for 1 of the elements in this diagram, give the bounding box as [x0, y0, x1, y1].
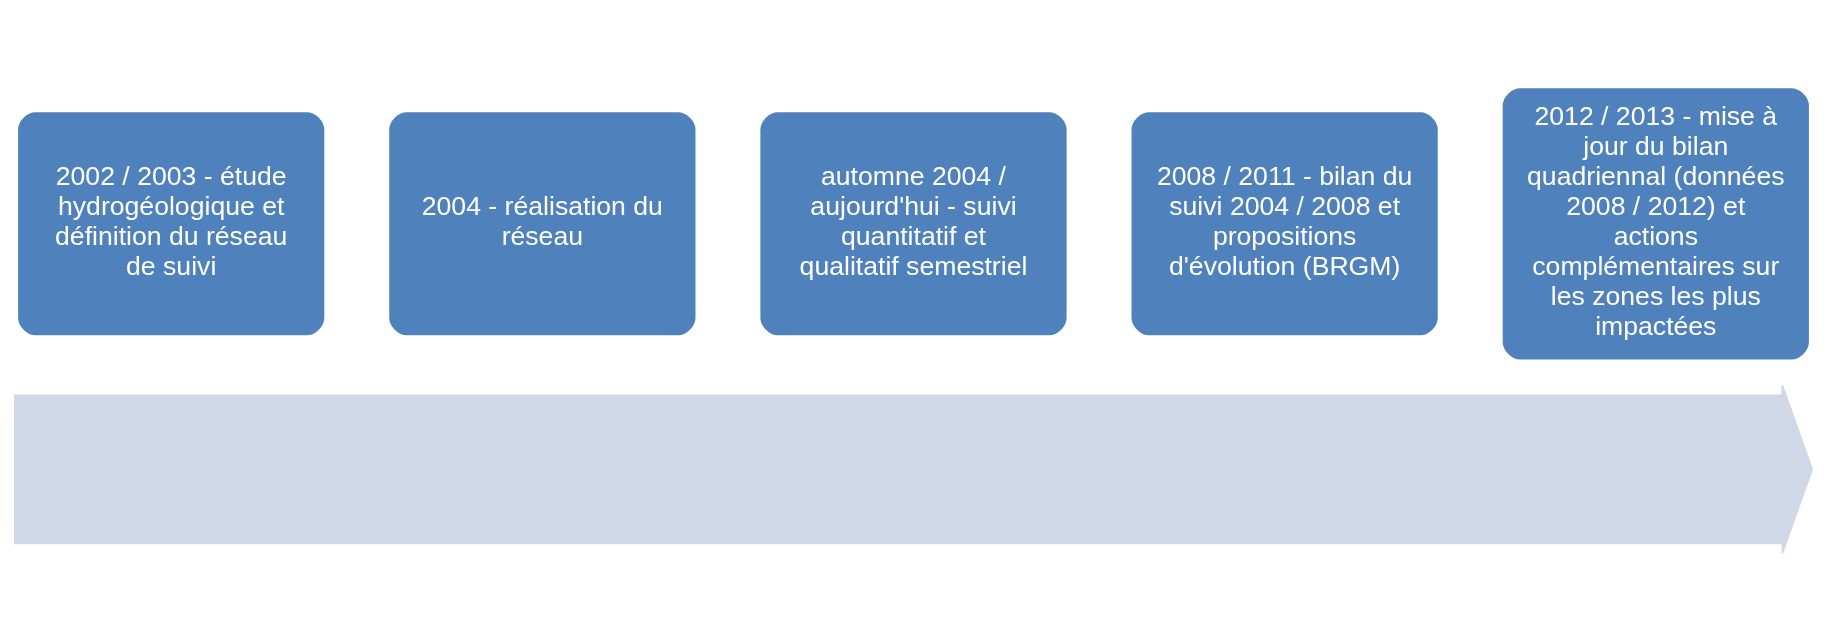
node-arrow — [13, 383, 1814, 554]
